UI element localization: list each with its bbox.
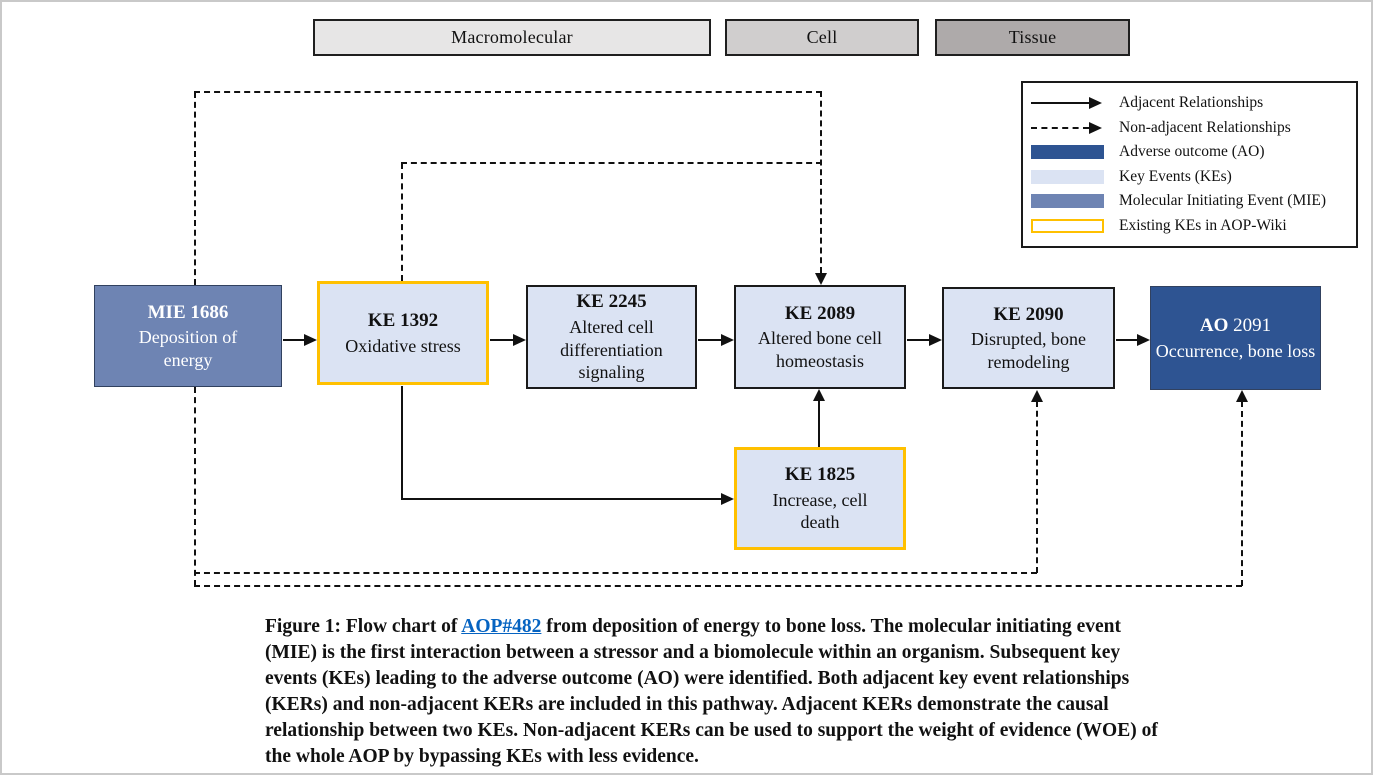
node-subtitle: Occurrence, bone loss [1155, 340, 1316, 361]
node-title: KE 1392 [367, 309, 439, 331]
solid-arrow-icon [1031, 97, 1119, 109]
dashed-line-to-ke2090-horizontal [194, 572, 1037, 574]
level-header-tissue: Tissue [935, 19, 1130, 56]
legend-row-adverse-outcome: Adverse outcome (AO) [1031, 141, 1346, 163]
dashed-arrowhead-ke2090-bottom [1031, 390, 1043, 402]
legend-label: Adverse outcome (AO) [1119, 143, 1265, 161]
node-subtitle: Increase, cell death [772, 489, 868, 533]
dashed-arrow-icon [1031, 121, 1119, 134]
arrow-ke2089-ke2090 [907, 339, 930, 341]
dashed-arrowhead-ao2091-bottom [1236, 390, 1248, 402]
node-title: MIE 1686 [147, 301, 229, 323]
legend-label: Existing KEs in AOP-Wiki [1119, 216, 1287, 234]
node-title: KE 2090 [993, 303, 1064, 325]
legend-row-existing-kes: Existing KEs in AOP-Wiki [1031, 215, 1346, 237]
arrow-ke1392-ke2245 [490, 339, 514, 341]
figure-caption: Figure 1: Flow chart of AOP#482 from dep… [265, 614, 1170, 769]
dashed-line-ke1392-top-vertical [401, 163, 403, 281]
node-ke-2245: KE 2245 Altered cell differentiation sig… [526, 285, 697, 389]
node-title: AO 2091 [1199, 314, 1272, 336]
dashed-line-to-ao2091-horizontal [194, 585, 1242, 587]
existing-ke-swatch-icon [1031, 218, 1119, 233]
level-header-macromolecular: Macromolecular [313, 19, 711, 56]
arrow-ke2090-ao2091 [1116, 339, 1138, 341]
dashed-line-to-ke2090-vertical [1036, 401, 1038, 573]
legend-row-mie: Molecular Initiating Event (MIE) [1031, 190, 1346, 212]
node-title: KE 2245 [576, 291, 647, 313]
dashed-line-mie-top-vertical [194, 92, 196, 285]
dashed-line-to-ao2091-vertical [1241, 401, 1243, 586]
node-ke-2090: KE 2090 Disrupted, bone remodeling [942, 287, 1115, 389]
node-ke-1825: KE 1825 Increase, cell death [734, 447, 906, 550]
legend-row-non-adjacent: Non-adjacent Relationships [1031, 117, 1346, 139]
aop-482-link[interactable]: AOP#482 [461, 616, 542, 637]
caption-prefix: Figure 1: Flow chart of [265, 616, 462, 637]
arrowhead-ke2089 [721, 334, 734, 346]
legend-box: Adjacent Relationships Non-adjacent Rela… [1021, 81, 1358, 248]
node-title: KE 2089 [784, 302, 856, 324]
node-ao-2091: AO 2091 Occurrence, bone loss [1150, 286, 1321, 390]
arrow-ke1392-ke1825-vertical [401, 386, 403, 500]
arrowhead-ke2090 [929, 334, 942, 346]
node-subtitle: Disrupted, bone remodeling [971, 329, 1086, 372]
arrowhead-ao2091 [1137, 334, 1150, 346]
ke-swatch-icon [1031, 169, 1119, 184]
caption-suffix: from deposition of energy to bone loss. … [265, 616, 1158, 767]
dashed-line-mie-bottom-vertical [194, 387, 196, 586]
legend-row-key-events: Key Events (KEs) [1031, 166, 1346, 188]
arrow-ke1825-ke2089-vertical [818, 400, 820, 447]
node-subtitle: Oxidative stress [345, 335, 461, 356]
arrow-ke2245-ke2089 [698, 339, 722, 341]
legend-label: Molecular Initiating Event (MIE) [1119, 192, 1327, 210]
level-header-label: Tissue [1008, 27, 1057, 47]
arrowhead-ke2089-bottom [813, 389, 825, 401]
ao-swatch-icon [1031, 145, 1119, 160]
node-subtitle: Altered cell differentiation signaling [560, 317, 663, 383]
node-mie-1686: MIE 1686 Deposition of energy [94, 285, 282, 387]
node-ke-2089: KE 2089 Altered bone cell homeostasis [734, 285, 906, 389]
arrowhead-ke1392 [304, 334, 317, 346]
arrow-ke1392-ke1825-horizontal [401, 498, 722, 500]
level-header-cell: Cell [725, 19, 919, 56]
dashed-arrowhead-ke2089-top [815, 273, 827, 285]
dashed-line-mie-top-horizontal [194, 91, 822, 93]
level-header-label: Macromolecular [451, 27, 573, 47]
mie-swatch-icon [1031, 194, 1119, 209]
node-subtitle: Altered bone cell homeostasis [758, 328, 882, 371]
node-ke-1392: KE 1392 Oxidative stress [317, 281, 489, 385]
node-subtitle: Deposition of energy [138, 327, 238, 370]
legend-label: Non-adjacent Relationships [1119, 118, 1291, 136]
level-header-label: Cell [806, 27, 838, 47]
legend-label: Key Events (KEs) [1119, 167, 1232, 185]
arrow-mie1686-ke1392 [283, 339, 306, 341]
arrowhead-ke2245 [513, 334, 526, 346]
node-title: KE 1825 [784, 464, 856, 486]
arrowhead-ke1825 [721, 493, 734, 505]
dashed-line-ke1392-top-horizontal [401, 162, 822, 164]
dashed-line-into-ke2089-vertical [820, 91, 822, 273]
legend-row-adjacent: Adjacent Relationships [1031, 92, 1346, 114]
legend-label: Adjacent Relationships [1119, 94, 1264, 111]
